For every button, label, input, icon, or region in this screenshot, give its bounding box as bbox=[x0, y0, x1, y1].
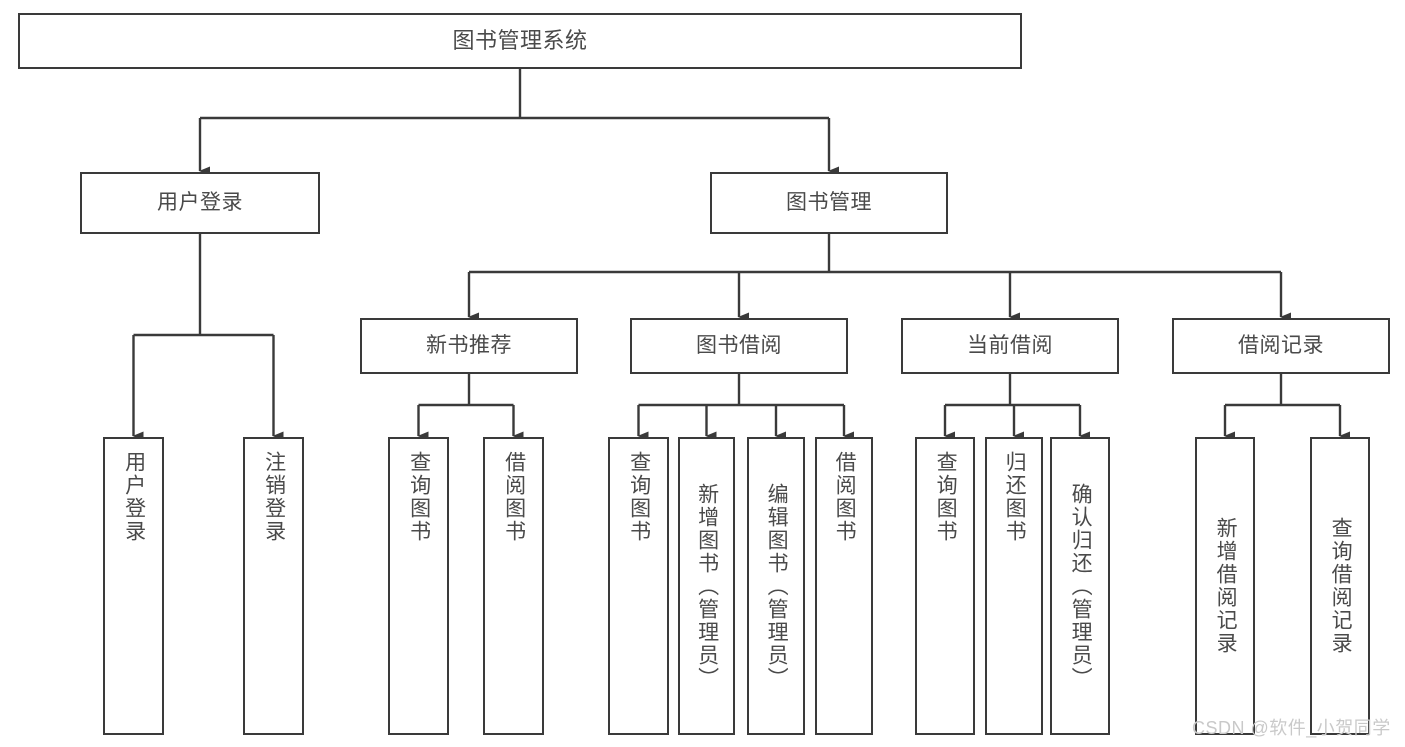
node-label: 借阅图书 bbox=[833, 451, 857, 543]
node-leaf-query-book-3[interactable]: 查询图书 bbox=[915, 437, 975, 735]
node-label: 查询图书 bbox=[934, 451, 958, 543]
node-label: 当前借阅 bbox=[967, 334, 1053, 358]
node-label: 用户登录 bbox=[122, 451, 146, 543]
node-label: 注销登录 bbox=[262, 451, 286, 543]
node-leaf-borrow-book-1[interactable]: 借阅图书 bbox=[483, 437, 544, 735]
node-book-manage[interactable]: 图书管理 bbox=[710, 172, 948, 234]
node-current-borrow[interactable]: 当前借阅 bbox=[901, 318, 1119, 374]
node-book-borrow[interactable]: 图书借阅 bbox=[630, 318, 848, 374]
node-leaf-user-login[interactable]: 用户登录 bbox=[103, 437, 164, 735]
watermark: CSDN @软件_小贺同学 bbox=[1192, 718, 1391, 738]
node-leaf-edit-book[interactable]: 编辑图书（管理员） bbox=[747, 437, 805, 735]
node-leaf-borrow-book-2[interactable]: 借阅图书 bbox=[815, 437, 873, 735]
node-leaf-return-book[interactable]: 归还图书 bbox=[985, 437, 1043, 735]
node-label: 编辑图书（管理员） bbox=[765, 482, 789, 690]
node-label: 图书管理系统 bbox=[452, 27, 588, 53]
node-new-book-rec[interactable]: 新书推荐 bbox=[360, 318, 578, 374]
node-leaf-query-record[interactable]: 查询借阅记录 bbox=[1310, 437, 1370, 735]
node-label: 新书推荐 bbox=[426, 334, 512, 358]
node-leaf-logout[interactable]: 注销登录 bbox=[243, 437, 304, 735]
node-root[interactable]: 图书管理系统 bbox=[18, 13, 1022, 69]
node-label: 图书借阅 bbox=[696, 334, 782, 358]
node-label: 查询图书 bbox=[627, 451, 651, 543]
node-label: 借阅图书 bbox=[502, 451, 526, 543]
node-label: 查询借阅记录 bbox=[1329, 517, 1353, 655]
node-label: 归还图书 bbox=[1003, 451, 1027, 543]
node-label: 查询图书 bbox=[407, 451, 431, 543]
node-leaf-confirm-return[interactable]: 确认归还（管理员） bbox=[1050, 437, 1110, 735]
node-leaf-add-record[interactable]: 新增借阅记录 bbox=[1195, 437, 1255, 735]
node-user-login[interactable]: 用户登录 bbox=[80, 172, 320, 234]
node-leaf-add-book[interactable]: 新增图书（管理员） bbox=[678, 437, 735, 735]
node-leaf-query-book-2[interactable]: 查询图书 bbox=[608, 437, 669, 735]
node-borrow-record[interactable]: 借阅记录 bbox=[1172, 318, 1390, 374]
node-label: 图书管理 bbox=[786, 191, 872, 215]
node-label: 借阅记录 bbox=[1238, 334, 1324, 358]
node-leaf-query-book-1[interactable]: 查询图书 bbox=[388, 437, 449, 735]
node-label: 新增图书（管理员） bbox=[695, 482, 719, 690]
connector-lines bbox=[132, 69, 1350, 441]
node-label: 新增借阅记录 bbox=[1214, 517, 1238, 655]
node-label: 确认归还（管理员） bbox=[1069, 482, 1093, 690]
node-label: 用户登录 bbox=[157, 191, 243, 215]
